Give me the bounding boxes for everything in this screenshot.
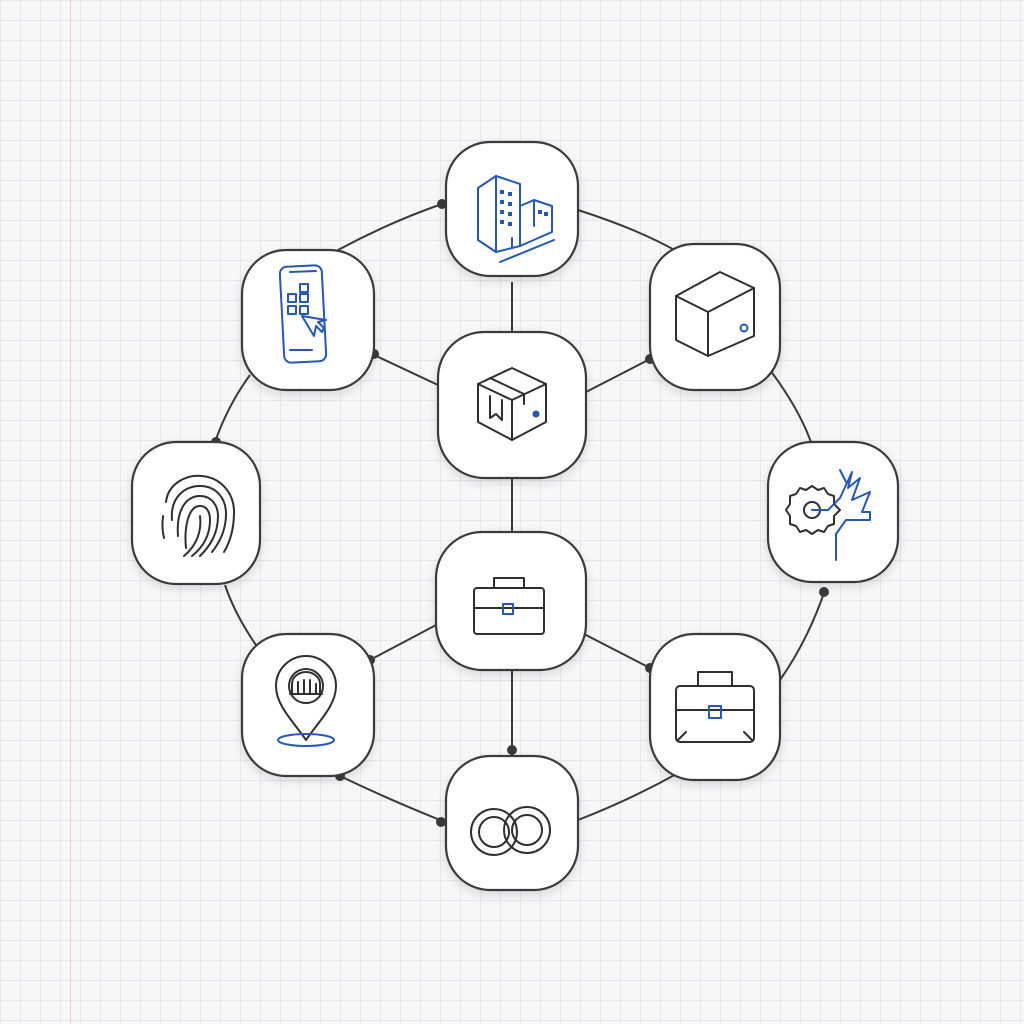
briefcase-icon [675,671,755,743]
edge-briefcase-briefcase [583,633,651,669]
junction-dot [437,199,447,209]
edge-box-gear [769,369,813,446]
ring-edges [214,203,826,823]
gear-lightning-icon [785,469,871,561]
node-briefcase-right[interactable] [648,632,782,782]
edge-fingerprint-mobile [214,374,251,443]
edge-building-box [577,209,679,253]
edge-rings-pin [339,775,446,823]
office-building-icon [477,175,555,263]
junction-dot [436,817,446,827]
edge-box-package [585,357,653,393]
node-mobile-app[interactable] [240,248,376,392]
node-storage-box[interactable] [648,242,782,392]
edge-mobile-package [371,353,439,386]
node-package-center[interactable] [436,330,588,480]
package-icon [477,367,547,441]
edge-pin-briefcase [369,623,439,661]
spoke-edges [369,282,653,756]
linked-rings-icon [470,806,551,856]
junction-dot [507,745,517,755]
node-fingerprint[interactable] [130,440,262,586]
node-office-building[interactable] [444,140,580,278]
node-linked-rings[interactable] [444,754,580,892]
edge-mobile-building [337,203,443,251]
edge-briefcase-rings [577,771,681,821]
location-pin-icon [275,655,337,747]
edge-gear-briefcase [779,589,826,681]
node-briefcase-center[interactable] [434,530,588,672]
cube-box-icon [675,271,755,357]
mobile-app-icon [278,264,328,364]
node-gear-power[interactable] [766,440,900,584]
fingerprint-icon [161,474,235,557]
notebook-margin-line [70,0,71,1024]
node-location-pin[interactable] [240,632,376,778]
edge-pin-fingerprint [224,584,259,649]
junction-dot [819,587,829,597]
briefcase-icon [473,577,545,635]
